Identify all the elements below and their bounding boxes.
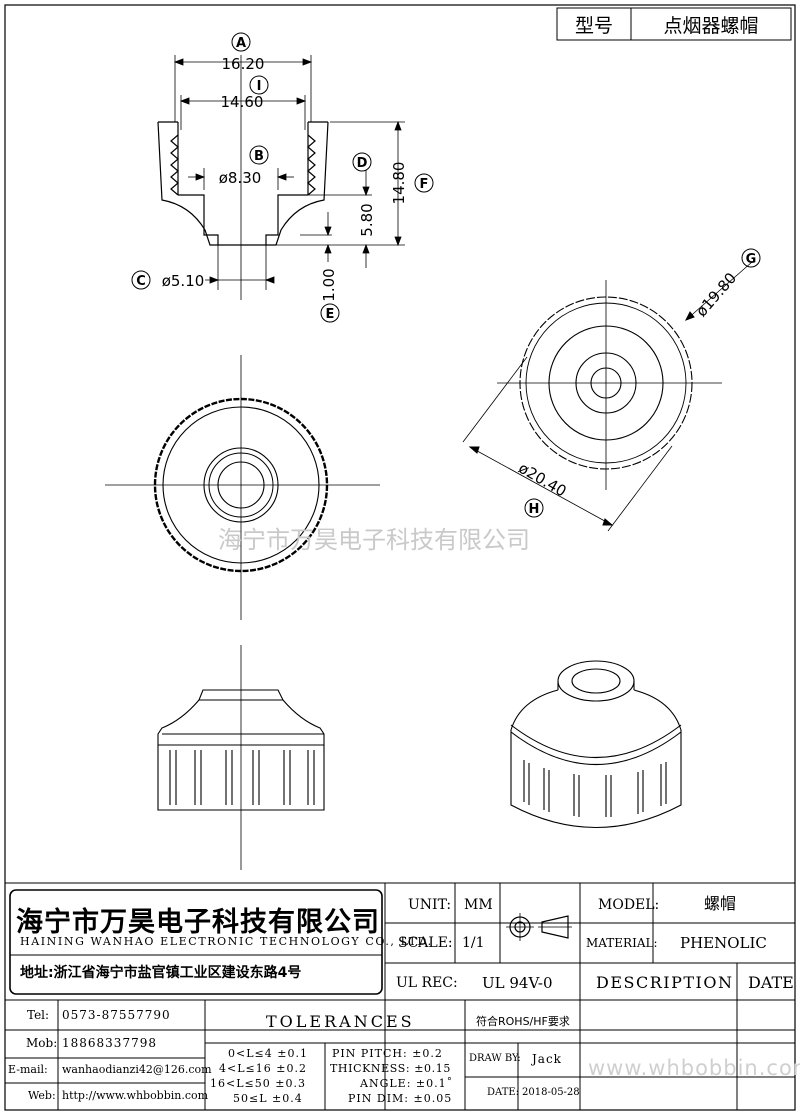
dim-letter-h: H xyxy=(529,502,540,517)
tel-value: 0573-87557790 xyxy=(62,1008,171,1022)
company-name-en: HAINING WANHAO ELECTRONIC TECHNOLOGY CO.… xyxy=(20,935,433,948)
unit-value: MM xyxy=(464,897,493,913)
dim-letter-f: F xyxy=(420,177,429,192)
top-view xyxy=(105,355,380,620)
header-model-value: 点烟器螺帽 xyxy=(663,15,758,37)
material-label: MATERIAL: xyxy=(586,936,658,950)
section-dim-labels: A 16.20 I 14.60 B ø8.30 C ø5.10 D 5.80 E… xyxy=(131,32,434,323)
material-value: PHENOLIC xyxy=(680,934,767,952)
tolerance-row-3: 16<L≤50 ±0.3 xyxy=(210,1077,306,1090)
scale-value: 1/1 xyxy=(462,935,485,951)
unit-label: UNIT: xyxy=(408,897,452,913)
dim-value-d: 5.80 xyxy=(358,203,376,236)
watermark-text: 海宁市万昊电子科技有限公司 xyxy=(218,526,530,554)
dim-letter-c: C xyxy=(136,274,146,289)
rohs-note: 符合ROHS/HF要求 xyxy=(476,1015,570,1028)
tolerance-row-2: 4<L≤16 ±0.2 xyxy=(219,1062,307,1075)
date-row-label: DATE: xyxy=(487,1087,520,1098)
description-header: DESCRIPTION xyxy=(596,973,734,992)
dim-value-a: 16.20 xyxy=(222,55,265,73)
dim-letter-a: A xyxy=(236,36,246,51)
mob-label: Mob: xyxy=(26,1036,58,1050)
dim-value-h: ø20.40 xyxy=(515,459,569,501)
dim-value-f: 14.80 xyxy=(390,162,408,205)
thread-left xyxy=(170,134,179,196)
ul-rec-label: UL REC: xyxy=(396,975,458,991)
draw-by-label: DRAW BY: xyxy=(469,1053,521,1064)
company-name-cn: 海宁市万昊电子科技有限公司 xyxy=(16,907,380,938)
dim-letter-e: E xyxy=(326,307,335,322)
mob-value: 18868337798 xyxy=(62,1036,157,1050)
section-outline-left xyxy=(157,121,218,246)
dim-value-c: ø5.10 xyxy=(162,272,205,290)
drawing-frame xyxy=(4,4,796,1111)
header-model-box: 型号 点烟器螺帽 xyxy=(556,7,792,41)
projection-symbol-icon xyxy=(506,913,572,941)
date-row-value: 2018-05-28 xyxy=(522,1087,580,1098)
dim-letter-d: D xyxy=(357,156,368,171)
web-label: Web: xyxy=(28,1089,56,1102)
scale-label: SCALE: xyxy=(398,935,453,951)
dim-value-e: 1.00 xyxy=(320,268,338,301)
section-dimensions xyxy=(173,55,405,290)
pin-pitch-tolerance: PIN PITCH: ±0.2 xyxy=(332,1047,443,1060)
bottom-view xyxy=(462,261,753,532)
dim-value-g: ø19.80 xyxy=(692,269,740,320)
dim-letter-g: G xyxy=(746,252,757,267)
email-label: E-mail: xyxy=(8,1063,48,1076)
dim-letter-b: B xyxy=(254,149,264,164)
header-model-label: 型号 xyxy=(575,15,613,37)
dim-value-b: ø8.30 xyxy=(219,169,262,187)
pin-dim-tolerance: PIN DIM: ±0.05 xyxy=(348,1092,453,1105)
tel-label: Tel: xyxy=(27,1008,50,1022)
draw-by-value: Jack xyxy=(532,1052,562,1066)
email-value: wanhaodianzi42@126.com xyxy=(62,1063,212,1076)
tolerance-row-1: 0<L≤4 ±0.1 xyxy=(228,1047,308,1060)
thread-right xyxy=(307,134,316,196)
model-label: MODEL: xyxy=(598,897,660,913)
tolerances-header: TOLERANCES xyxy=(266,1012,415,1031)
iso-view xyxy=(510,660,682,829)
thickness-tolerance: THICKNESS: ±0.15 xyxy=(330,1062,451,1075)
ul-rec-value: UL 94V-0 xyxy=(482,974,553,992)
dim-letter-i: I xyxy=(257,79,262,94)
model-value: 螺帽 xyxy=(704,894,737,913)
site-watermark: www.whbobbin.com xyxy=(588,1056,800,1080)
tolerance-row-4: 50≤L ±0.4 xyxy=(233,1092,303,1105)
web-value: http://www.whbobbin.com xyxy=(62,1089,209,1102)
front-view xyxy=(157,645,325,870)
company-address: 地址:浙江省海宁市盐官镇工业区建设东路4号 xyxy=(20,965,302,981)
section-outline-right xyxy=(266,121,329,246)
dim-value-i: 14.60 xyxy=(221,93,264,111)
title-block-grid xyxy=(5,882,795,1110)
angle-tolerance: ANGLE: ±0.1˚ xyxy=(360,1077,454,1090)
date-header: DATE xyxy=(748,973,794,992)
